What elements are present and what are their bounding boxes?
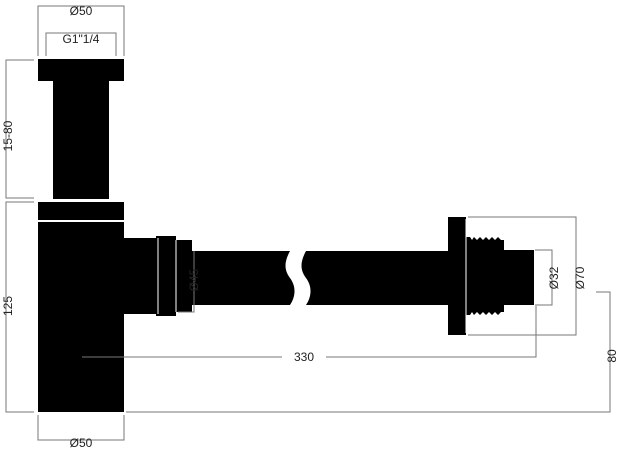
dim-outlet-diameter-line — [535, 249, 553, 306]
dimension-labels: Ø50 G1"1/4 15-80 125 Ø50 Ø45 330 Ø32 Ø70… — [1, 4, 618, 450]
pipe-right-segment — [301, 251, 448, 305]
label-thread: G1"1/4 — [63, 32, 100, 46]
label-pipe-length: 330 — [294, 350, 314, 364]
pipe-left-segment — [192, 251, 295, 305]
dim-top-diameter-line — [37, 5, 125, 56]
dim-pipe-diameter-line — [178, 251, 195, 313]
label-body-height: 125 — [1, 296, 15, 316]
siphon-body — [38, 222, 124, 412]
dim-bottom-diameter-line — [37, 415, 125, 441]
pipe-nut — [156, 236, 176, 316]
elbow-joint — [98, 238, 156, 314]
label-bottom-diameter: Ø50 — [70, 436, 93, 450]
pipe-collar — [176, 240, 192, 312]
dim-axis-height-line — [126, 291, 611, 413]
dim-body-height-line — [5, 201, 34, 413]
dim-flange-diameter-line — [468, 216, 577, 336]
label-pipe-diameter: Ø45 — [187, 268, 201, 291]
dim-height-adjust-line — [5, 59, 34, 199]
siphon-parts — [38, 59, 534, 412]
label-outlet-diameter: Ø32 — [547, 266, 561, 289]
dim-thread-line — [45, 32, 117, 56]
outlet-pipe — [504, 250, 534, 305]
label-flange-diameter: Ø70 — [573, 266, 587, 289]
label-axis-height: 80 — [605, 349, 618, 363]
dim-pipe-length-line — [82, 306, 537, 358]
threaded-rosette — [466, 237, 504, 315]
label-top-diameter: Ø50 — [70, 4, 93, 18]
tail-pipe — [53, 81, 109, 199]
dimension-lines — [5, 5, 611, 441]
wall-flange — [448, 217, 466, 335]
top-cap — [38, 59, 124, 81]
label-height-adjust: 15-80 — [1, 120, 15, 151]
body-top-nut — [38, 202, 124, 220]
